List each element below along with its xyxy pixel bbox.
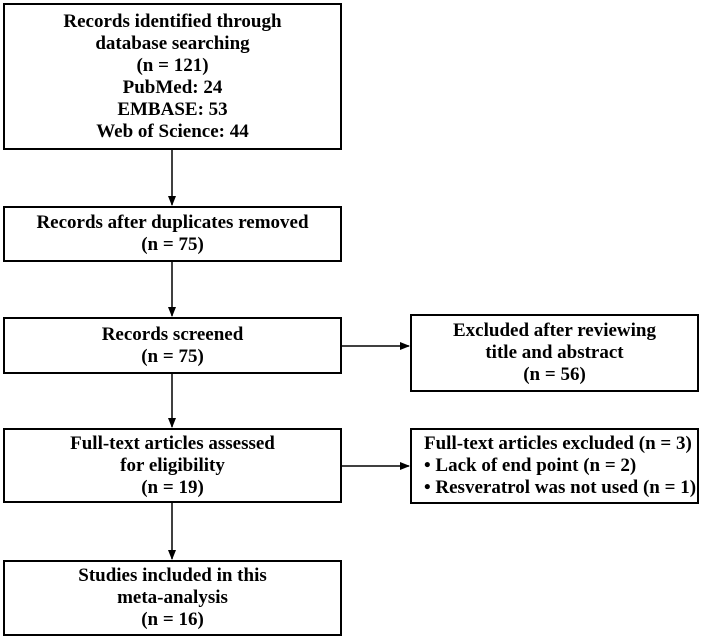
box-line: • Resveratrol was not used (n = 1) [424, 477, 697, 498]
excluded-abstract-box: Excluded after reviewing title and abstr… [410, 314, 699, 392]
box-line: for eligibility [120, 454, 225, 476]
box-line: PubMed: 24 [122, 76, 223, 98]
box-line: (n = 19) [141, 476, 204, 498]
box-line: Studies included in this [78, 565, 267, 586]
box-line: title and abstract [485, 342, 624, 363]
box-line: Excluded after reviewing [453, 320, 656, 341]
box-line: meta-analysis [117, 587, 228, 608]
box-line: Full-text articles assessed [70, 432, 275, 454]
box-line: Records after duplicates removed [36, 212, 309, 233]
box-line: database searching [95, 32, 250, 54]
box-line: • Lack of end point (n = 2) [424, 455, 637, 476]
box-line: Web of Science: 44 [96, 120, 249, 142]
box-line: (n = 56) [523, 364, 586, 385]
box-line: Full-text articles excluded (n = 3) [424, 433, 692, 454]
box-line: (n = 75) [141, 345, 204, 367]
box-line: Records identified through [63, 10, 282, 32]
box-line: (n = 16) [141, 609, 204, 630]
records-identified-box: Records identified through database sear… [3, 3, 342, 150]
studies-included-box: Studies included in this meta-analysis (… [3, 560, 342, 636]
box-line: (n = 121) [136, 54, 209, 76]
records-screened-box: Records screened (n = 75) [3, 317, 342, 374]
fulltext-assessed-box: Full-text articles assessed for eligibil… [3, 428, 342, 503]
box-line: EMBASE: 53 [117, 98, 228, 120]
box-line: (n = 75) [141, 234, 204, 255]
duplicates-removed-box: Records after duplicates removed (n = 75… [3, 206, 342, 262]
box-line: Records screened [101, 323, 244, 345]
fulltext-excluded-box: Full-text articles excluded (n = 3) • La… [410, 428, 699, 504]
